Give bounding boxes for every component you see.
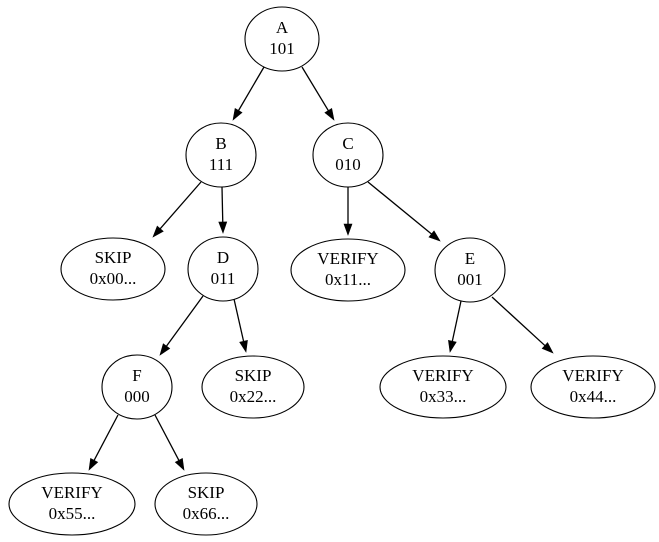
edge-shaft: [367, 181, 432, 235]
edge-c-to-verify1: [343, 187, 353, 236]
arrowhead-icon: [232, 108, 243, 121]
node-circle: [312, 122, 384, 188]
arrowhead-icon: [174, 457, 185, 471]
node-circle: [185, 122, 257, 188]
node-label-primary: SKIP: [95, 248, 132, 267]
node-label-secondary: 0x55...: [49, 504, 96, 523]
edge-e-to-verify3: [448, 300, 462, 353]
node-label-secondary: 111: [209, 155, 233, 174]
graph-node-verify4[interactable]: VERIFY 0x44...: [530, 355, 656, 419]
edge-c-to-e: [367, 181, 441, 242]
node-label-primary: C: [342, 134, 353, 153]
node-label-primary: VERIFY: [317, 249, 378, 268]
node-label-secondary: 0x11...: [325, 270, 371, 289]
node-ellipse: [60, 237, 166, 301]
arrowhead-icon: [324, 108, 335, 121]
edge-f-to-verify5: [88, 414, 119, 471]
edge-shaft: [93, 414, 119, 461]
node-circle: [101, 354, 173, 420]
edge-shaft: [491, 296, 546, 347]
node-ellipse: [8, 472, 136, 536]
edge-shaft: [301, 66, 329, 111]
node-label-secondary: 0x22...: [230, 387, 277, 406]
edge-shaft: [154, 414, 180, 461]
arrowhead-icon: [448, 340, 457, 353]
edges-layer: [88, 66, 554, 471]
node-label-secondary: 0x33...: [420, 387, 467, 406]
edge-shaft: [221, 186, 224, 223]
node-label-secondary: 0x00...: [90, 269, 137, 288]
node-label-primary: VERIFY: [41, 483, 102, 502]
graph-node-skip6[interactable]: SKIP 0x66...: [154, 472, 258, 536]
arrowhead-icon: [343, 223, 353, 236]
node-label-secondary: 0x66...: [183, 504, 230, 523]
nodes-layer: A101B111C010SKIP0x00...D011VERIFY0x11...…: [8, 6, 656, 536]
graph-node-e[interactable]: E 001: [434, 237, 506, 303]
node-circle: [434, 237, 506, 303]
node-label-primary: VERIFY: [412, 366, 473, 385]
node-ellipse: [201, 355, 305, 419]
edge-d-to-skip2: [233, 298, 248, 353]
node-label-secondary: 011: [211, 269, 236, 288]
edge-b-to-d: [218, 186, 228, 234]
graph-node-d[interactable]: D 011: [187, 236, 259, 302]
node-label-secondary: 000: [124, 387, 150, 406]
edge-d-to-f: [159, 295, 204, 356]
arrowhead-icon: [541, 342, 554, 354]
edge-a-to-c: [301, 66, 335, 121]
graph-node-verify5[interactable]: VERIFY 0x55...: [8, 472, 136, 536]
arrowhead-icon: [428, 230, 441, 242]
node-label-secondary: 001: [457, 270, 483, 289]
graph-node-skip2[interactable]: SKIP 0x22...: [201, 355, 305, 419]
edge-shaft: [165, 295, 204, 347]
node-ellipse: [290, 238, 406, 302]
edge-shaft: [233, 298, 245, 342]
edge-f-to-skip6: [154, 414, 185, 471]
node-label-primary: VERIFY: [562, 366, 623, 385]
node-circle: [244, 6, 320, 72]
edge-shaft: [237, 66, 265, 111]
graph-node-verify1[interactable]: VERIFY 0x11...: [290, 238, 406, 302]
graph-node-b[interactable]: B 111: [185, 122, 257, 188]
edge-shaft: [451, 300, 462, 342]
graph-node-verify3[interactable]: VERIFY 0x33...: [379, 355, 507, 419]
edge-shaft: [159, 181, 202, 230]
node-label-secondary: 010: [335, 155, 361, 174]
arrowhead-icon: [152, 225, 164, 238]
node-ellipse: [154, 472, 258, 536]
arrowhead-icon: [239, 340, 248, 353]
node-label-primary: A: [276, 18, 289, 37]
graph-node-skip0[interactable]: SKIP 0x00...: [60, 237, 166, 301]
node-label-primary: SKIP: [188, 483, 225, 502]
node-circle: [187, 236, 259, 302]
edge-a-to-b: [232, 66, 265, 121]
node-label-primary: E: [465, 249, 475, 268]
graph-node-c[interactable]: C 010: [312, 122, 384, 188]
graph-node-f[interactable]: F 000: [101, 354, 173, 420]
edge-b-to-skip0: [152, 181, 202, 238]
node-label-primary: B: [215, 134, 226, 153]
node-label-secondary: 0x44...: [570, 387, 617, 406]
arrowhead-icon: [218, 221, 228, 234]
node-label-secondary: 101: [269, 39, 295, 58]
arrowhead-icon: [159, 343, 171, 356]
graph-node-a[interactable]: A 101: [244, 6, 320, 72]
node-label-primary: SKIP: [235, 366, 272, 385]
edge-e-to-verify4: [491, 296, 554, 354]
node-ellipse: [530, 355, 656, 419]
node-ellipse: [379, 355, 507, 419]
node-label-primary: D: [217, 248, 229, 267]
node-label-primary: F: [132, 366, 141, 385]
arrowhead-icon: [88, 457, 99, 471]
